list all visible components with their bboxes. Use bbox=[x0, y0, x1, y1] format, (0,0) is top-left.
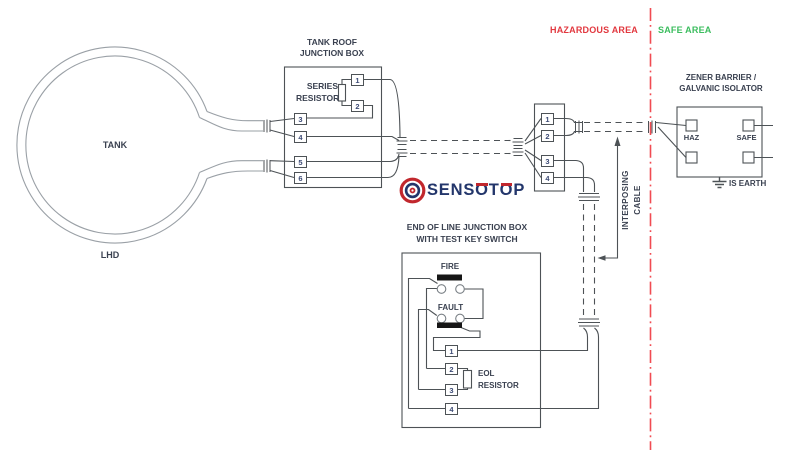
eol-jb-terminal-2: 2 bbox=[445, 363, 458, 375]
logo-part-o2: O bbox=[499, 181, 514, 199]
sensotop-logo-text: SENSOTOP bbox=[427, 181, 525, 200]
zener-title-line2: GALVANIC ISOLATOR bbox=[679, 84, 763, 93]
eol-jb-outline bbox=[401, 252, 542, 429]
roof-jb-outline bbox=[283, 66, 383, 189]
logo-part-o1: O bbox=[475, 181, 489, 199]
cable-roof-to-field bbox=[396, 118, 542, 178]
eol-resistor-symbol bbox=[462, 369, 473, 389]
is-earth-symbol bbox=[712, 177, 727, 189]
field-jb-terminal-4: 4 bbox=[541, 172, 554, 184]
eol-jb-wiring bbox=[401, 252, 542, 429]
lhd-label: LHD bbox=[100, 250, 120, 260]
fault-key-bar bbox=[437, 322, 462, 328]
arrow-up-icon bbox=[614, 136, 621, 146]
field-jb-outline bbox=[533, 103, 566, 192]
sensotop-logo-icon bbox=[399, 177, 426, 204]
roof-jb-terminal-3: 3 bbox=[294, 113, 307, 125]
field-jb-terminal-2: 2 bbox=[541, 130, 554, 142]
hazardous-area-label: HAZARDOUS AREA bbox=[550, 25, 638, 35]
series-resistor-symbol bbox=[337, 83, 347, 102]
eol-jb-title: END OF LINE JUNCTION BOX WITH TEST KEY S… bbox=[396, 222, 538, 245]
tank-lhd-loop bbox=[16, 46, 263, 244]
fault-contact-right bbox=[455, 313, 465, 324]
zener-haz-top-terminal bbox=[685, 119, 698, 132]
roof-jb-terminal-5: 5 bbox=[294, 156, 307, 168]
safe-terminal-label: SAFE bbox=[736, 133, 757, 142]
roof-jb-terminal-6: 6 bbox=[294, 172, 307, 184]
eol-jb-title-line1: END OF LINE JUNCTION BOX bbox=[406, 222, 528, 232]
logo-part-t: T bbox=[488, 181, 500, 199]
roof-jb-terminal-2: 2 bbox=[351, 100, 364, 112]
zener-barrier-wiring bbox=[676, 106, 773, 189]
eol-resistor-label-line1: EOL bbox=[478, 369, 495, 378]
tank-cable-twist-marks bbox=[263, 119, 271, 173]
zener-barrier-outline bbox=[676, 106, 763, 178]
interposing-cable-label-line2: CABLE bbox=[633, 185, 642, 215]
tank-label: TANK bbox=[102, 140, 128, 150]
roof-jb-title-line1: TANK ROOF bbox=[307, 37, 357, 47]
eol-jb-terminal-1: 1 bbox=[445, 345, 458, 357]
logo-part-sens: SENS bbox=[427, 181, 476, 199]
cable-field-to-zener bbox=[575, 120, 687, 158]
roof-jb-terminal-1: 1 bbox=[351, 74, 364, 86]
fault-label: FAULT bbox=[437, 303, 464, 312]
zener-haz-bottom-terminal bbox=[685, 151, 698, 164]
haz-terminal-label: HAZ bbox=[683, 133, 700, 142]
fire-key-bar bbox=[437, 274, 462, 281]
fire-contact-right bbox=[455, 284, 465, 294]
field-jb-terminal-3: 3 bbox=[541, 155, 554, 167]
zener-title-line1: ZENER BARRIER / bbox=[685, 73, 757, 82]
interposing-cable-label: INTERPOSING CABLE bbox=[620, 152, 647, 248]
series-resistor-label-line2: RESISTOR bbox=[296, 92, 340, 103]
fire-contact-left bbox=[436, 284, 447, 294]
fault-contact-left bbox=[436, 313, 447, 324]
fire-label: FIRE bbox=[440, 262, 460, 271]
field-jb-wiring bbox=[533, 103, 596, 192]
roof-jb-wiring bbox=[269, 66, 401, 189]
zener-title: ZENER BARRIER / GALVANIC ISOLATOR bbox=[670, 72, 772, 94]
eol-jb-terminal-3: 3 bbox=[445, 384, 458, 396]
roof-jb-terminal-4: 4 bbox=[294, 131, 307, 143]
eol-jb-title-line2: WITH TEST KEY SWITCH bbox=[416, 233, 518, 244]
eol-jb-terminal-4: 4 bbox=[445, 403, 458, 415]
eol-resistor-label-line2: RESISTOR bbox=[478, 381, 519, 390]
zener-safe-bottom-terminal bbox=[742, 151, 755, 164]
arrow-left-icon bbox=[597, 255, 606, 261]
interposing-cable-leader bbox=[597, 136, 621, 261]
zener-safe-top-terminal bbox=[742, 119, 755, 132]
is-earth-label: IS EARTH bbox=[729, 179, 767, 188]
logo-part-p: P bbox=[513, 181, 526, 199]
interposing-cable-label-line1: INTERPOSING bbox=[621, 170, 630, 230]
roof-jb-title-line2: JUNCTION BOX bbox=[299, 48, 365, 58]
series-resistor-label-line1: SERIES bbox=[306, 81, 338, 91]
roof-jb-title: TANK ROOF JUNCTION BOX bbox=[284, 37, 380, 59]
field-jb-terminal-1: 1 bbox=[541, 113, 554, 125]
cable-field-to-eol bbox=[457, 193, 600, 410]
safe-area-label: SAFE AREA bbox=[658, 25, 712, 35]
